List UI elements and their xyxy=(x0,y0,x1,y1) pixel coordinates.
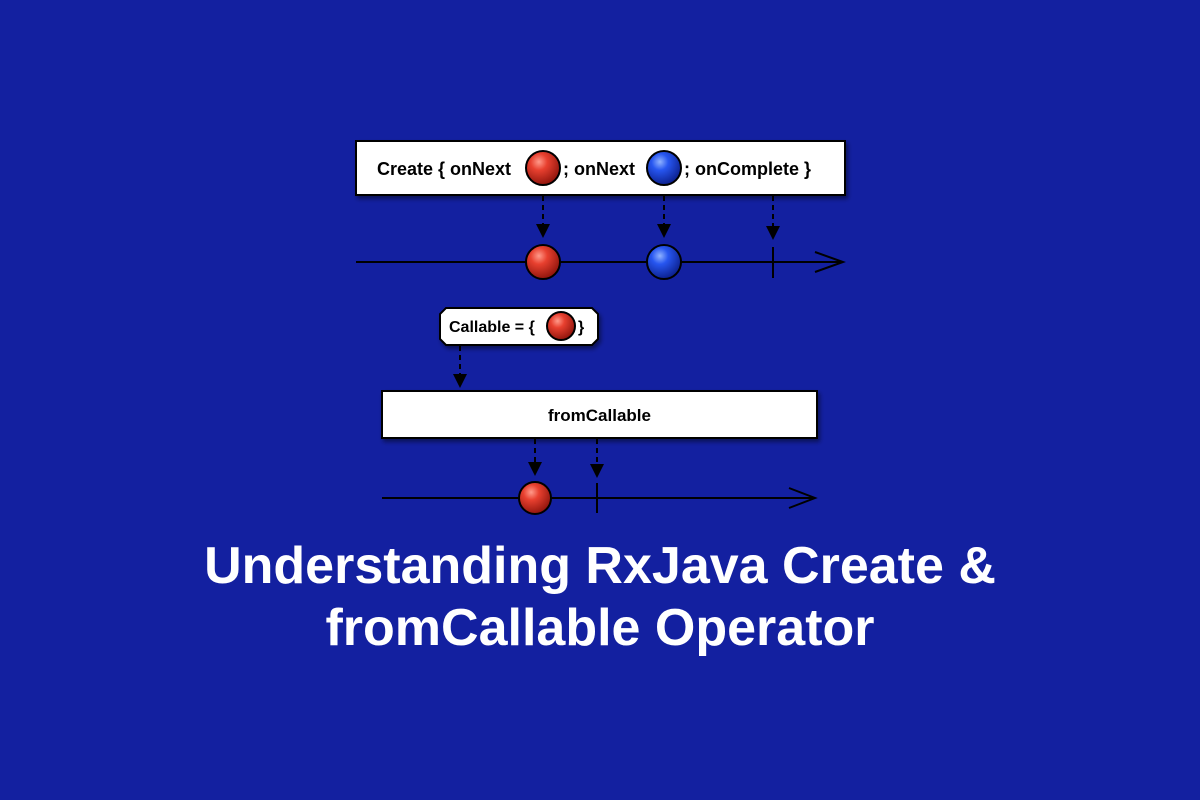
fromcallable-timeline-red-marble-icon xyxy=(518,481,552,515)
callable-input-arrow xyxy=(453,346,467,388)
callable-box: Callable = { } xyxy=(439,307,599,346)
fromcallable-timeline xyxy=(382,483,818,513)
create-box-red-marble-icon xyxy=(525,150,561,186)
emission-arrowhead-red xyxy=(536,224,550,238)
create-emission-arrows xyxy=(536,196,780,240)
create-box: Create { onNext ; onNext ; onComplete } xyxy=(355,140,846,196)
emission-arrowhead-complete xyxy=(766,226,780,240)
create-box-prefix: Create { onNext xyxy=(377,159,511,179)
emission-arrowhead-blue xyxy=(657,224,671,238)
create-timeline-blue-marble-icon xyxy=(646,244,682,280)
callable-box-suffix: } xyxy=(578,319,584,336)
operator-emission-arrowhead-complete xyxy=(590,464,604,478)
create-box-blue-marble-icon xyxy=(646,150,682,186)
create-timeline-arrow-icon xyxy=(814,251,846,273)
operator-box-label: fromCallable xyxy=(548,406,651,425)
callable-box-red-marble-icon xyxy=(546,311,576,341)
create-timeline xyxy=(356,247,846,278)
operator-box: fromCallable xyxy=(381,390,818,439)
fromcallable-timeline-arrow-icon xyxy=(788,487,818,509)
page-title-line-1: Understanding RxJava Create & xyxy=(204,537,996,595)
operator-emission-arrows xyxy=(528,439,604,478)
operator-emission-arrowhead-red xyxy=(528,462,542,476)
create-box-middle: ; onNext xyxy=(563,159,635,179)
callable-box-prefix: Callable = { xyxy=(449,319,535,336)
page-title-line-2: fromCallable Operator xyxy=(325,599,875,657)
create-timeline-red-marble-icon xyxy=(525,244,561,280)
create-box-suffix: ; onComplete } xyxy=(684,159,811,179)
